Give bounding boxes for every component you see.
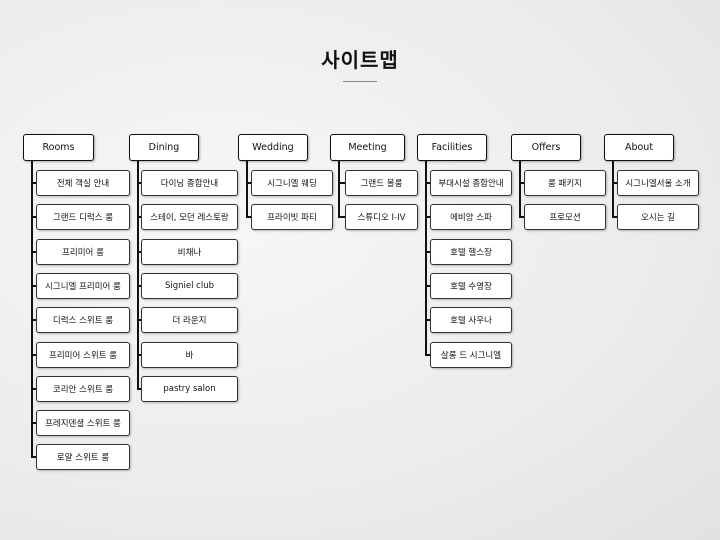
- section-header[interactable]: About: [604, 134, 674, 161]
- sitemap-item[interactable]: 바: [141, 341, 238, 368]
- connector-tick: [425, 319, 430, 322]
- sitemap-item[interactable]: 비채나: [141, 238, 238, 265]
- sitemap-item[interactable]: 스튜디오 I-IV: [345, 204, 418, 231]
- sitemap-item[interactable]: 부대시설 종합안내: [430, 170, 512, 196]
- sitemap-item[interactable]: 프리미어 룸: [36, 238, 130, 265]
- sitemap-item[interactable]: 호텔 사우나: [430, 307, 512, 334]
- connector-tick: [31, 284, 36, 287]
- connector-tick: [137, 319, 141, 322]
- sitemap-item[interactable]: 에비앙 스파: [430, 204, 512, 231]
- sitemap-item[interactable]: 프레지덴셜 스위트 룸: [36, 410, 130, 437]
- connector-tick: [31, 422, 36, 425]
- connector-tick: [31, 216, 36, 219]
- connector-tick: [425, 182, 430, 184]
- sitemap-item[interactable]: 더 라운지: [141, 307, 238, 334]
- connector-tick: [137, 353, 141, 356]
- sitemap-item[interactable]: pastry salon: [141, 375, 238, 402]
- connector-tick: [246, 216, 251, 219]
- connector-tick: [137, 216, 141, 219]
- connector-tick: [31, 182, 36, 184]
- sitemap-item[interactable]: 코리안 스위트 룸: [36, 375, 130, 402]
- connector-line: [31, 161, 33, 459]
- title-divider: [343, 81, 377, 82]
- connector-tick: [338, 216, 345, 219]
- connector-tick: [137, 387, 141, 390]
- sitemap-item[interactable]: 디럭스 스위트 룸: [36, 307, 130, 334]
- sitemap-item[interactable]: 시그니엘 프리미어 룸: [36, 272, 130, 299]
- sitemap-item[interactable]: 호텔 수영장: [430, 272, 512, 299]
- sitemap-item[interactable]: 그랜드 디럭스 룸: [36, 204, 130, 231]
- connector-line: [246, 161, 248, 219]
- connector-line: [425, 161, 427, 356]
- section-header[interactable]: Meeting: [330, 134, 405, 161]
- connector-tick: [31, 250, 36, 253]
- connector-tick: [425, 353, 430, 356]
- sitemap-item[interactable]: 그랜드 볼룸: [345, 170, 418, 196]
- connector-tick: [137, 284, 141, 287]
- sitemap-item[interactable]: 살롱 드 시그니엘: [430, 341, 512, 368]
- section-header[interactable]: Dining: [129, 134, 199, 161]
- connector-tick: [31, 387, 36, 390]
- connector-tick: [31, 353, 36, 356]
- sitemap-item[interactable]: 로얄 스위트 룸: [36, 444, 130, 471]
- sitemap-item[interactable]: 시그니엘서울 소개: [617, 170, 699, 196]
- sitemap-item[interactable]: Signiel club: [141, 272, 238, 299]
- sitemap-item[interactable]: 프라이빗 파티: [251, 204, 333, 231]
- connector-tick: [137, 182, 141, 184]
- connector-tick: [425, 250, 430, 253]
- connector-tick: [31, 456, 36, 459]
- connector-tick: [612, 216, 617, 219]
- sitemap-item[interactable]: 프로모션: [524, 204, 606, 231]
- connector-tick: [425, 216, 430, 219]
- section-header[interactable]: Facilities: [417, 134, 487, 161]
- connector-tick: [137, 250, 141, 253]
- connector-tick: [31, 319, 36, 322]
- connector-tick: [338, 182, 345, 184]
- connector-tick: [246, 182, 251, 184]
- connector-line: [137, 161, 139, 390]
- section-header[interactable]: Wedding: [238, 134, 308, 161]
- sitemap-item[interactable]: 프리미어 스위트 룸: [36, 341, 130, 368]
- connector-line: [338, 161, 340, 219]
- connector-line: [519, 161, 521, 219]
- section-header[interactable]: Rooms: [23, 134, 94, 161]
- sitemap-item[interactable]: 스테이, 모던 레스토랑: [141, 204, 238, 231]
- sitemap-item[interactable]: 시그니엘 웨딩: [251, 170, 333, 196]
- section-header[interactable]: Offers: [511, 134, 581, 161]
- sitemap-item[interactable]: 룸 패키지: [524, 170, 606, 196]
- sitemap-item[interactable]: 다이닝 종합안내: [141, 170, 238, 196]
- sitemap-item[interactable]: 호텔 헬스장: [430, 238, 512, 265]
- sitemap-item[interactable]: 오시는 길: [617, 204, 699, 231]
- page-title: 사이트맵: [321, 48, 399, 72]
- connector-line: [612, 161, 614, 219]
- connector-tick: [612, 182, 617, 184]
- connector-tick: [519, 216, 524, 219]
- connector-tick: [425, 284, 430, 287]
- connector-tick: [519, 182, 524, 184]
- sitemap-item[interactable]: 전체 객실 안내: [36, 170, 130, 196]
